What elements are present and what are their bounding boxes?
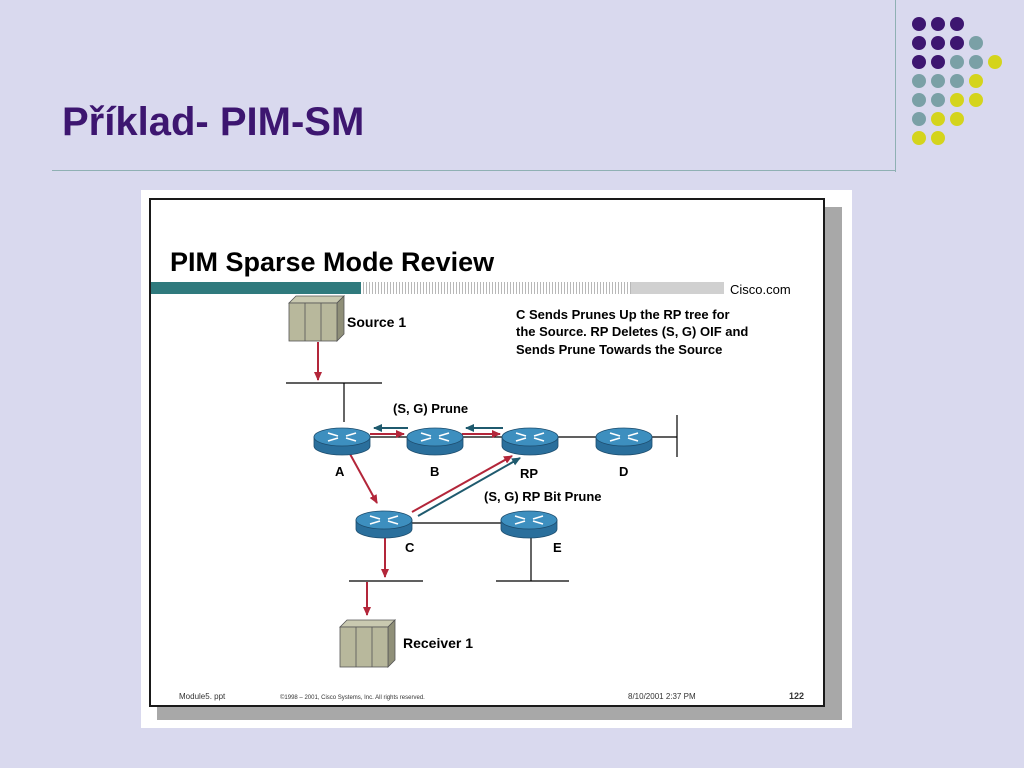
vertical-divider <box>895 0 896 172</box>
description-line-1: C Sends Prunes Up the RP tree for <box>516 307 730 322</box>
embedded-heading: PIM Sparse Mode Review <box>170 247 495 277</box>
router-c-label: C <box>405 540 415 555</box>
footer-datetime: 8/10/2001 2:37 PM <box>628 692 696 701</box>
footer-page: 122 <box>789 691 804 701</box>
source-server-icon <box>288 295 345 342</box>
description-line-3: Sends Prune Towards the Source <box>516 342 722 357</box>
footer-copyright: ©1998 – 2001, Cisco Systems, Inc. All ri… <box>280 694 425 701</box>
prune-arrows <box>373 424 521 517</box>
data-flow-arrows <box>314 342 513 616</box>
prune-label: (S, G) Prune <box>393 401 468 416</box>
router-rp-icon <box>501 427 559 456</box>
router-b-icon <box>406 427 464 456</box>
rp-bit-prune-label: (S, G) RP Bit Prune <box>484 489 602 504</box>
page-title: Příklad- PIM-SM <box>62 100 365 144</box>
router-a-label: A <box>335 464 345 479</box>
title-underline <box>52 170 896 171</box>
router-d-icon <box>595 427 653 456</box>
router-e-icon <box>500 510 558 539</box>
cisco-brand: Cisco.com <box>730 282 791 297</box>
router-d-label: D <box>619 464 628 479</box>
router-b-label: B <box>430 464 439 479</box>
source-label: Source 1 <box>347 314 406 330</box>
router-e-label: E <box>553 540 562 555</box>
lan-segments <box>286 382 678 582</box>
receiver-label: Receiver 1 <box>403 635 473 651</box>
router-rp-label: RP <box>520 466 538 481</box>
heading-banner <box>151 282 724 294</box>
router-a-icon <box>313 427 371 456</box>
receiver-server-icon <box>339 619 396 668</box>
description-line-2: the Source. RP Deletes (S, G) OIF and <box>516 324 748 339</box>
router-c-icon <box>355 510 413 539</box>
footer-file: Module5. ppt <box>179 692 226 701</box>
